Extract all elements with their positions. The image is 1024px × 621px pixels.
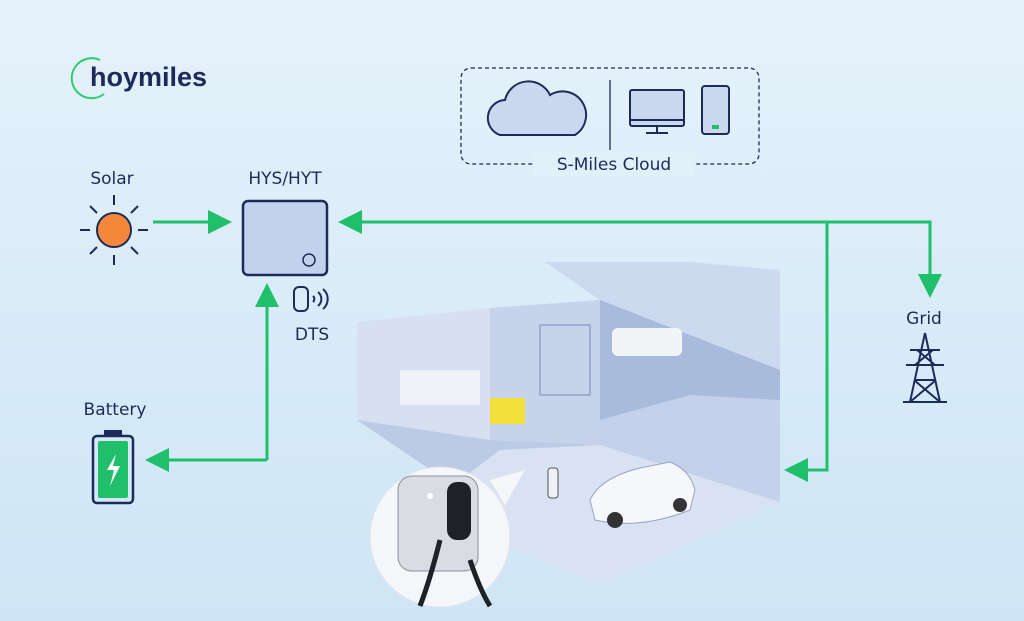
logo-text: hoymiles [90, 62, 207, 92]
inverter-label: HYS/HYT [248, 169, 322, 189]
inverter-icon [241, 199, 329, 277]
battery-label: Battery [84, 400, 147, 420]
cloud-icon [486, 80, 588, 136]
car-icon [589, 461, 696, 528]
flow-arrows [145, 210, 942, 482]
arrow-to-grid [827, 220, 942, 298]
s-miles-cloud-box: S-Miles Cloud [460, 67, 760, 176]
grid-label: Grid [906, 309, 942, 329]
battery-icon [91, 430, 135, 505]
dts-label: DTS [295, 325, 329, 345]
solar-label: Solar [90, 169, 133, 189]
sun-icon [80, 195, 148, 265]
arrow-to-garage [784, 222, 829, 482]
power-tower-icon [903, 332, 947, 403]
dts-dongle-icon [293, 286, 329, 312]
cloud-label: S-Miles Cloud [557, 155, 671, 175]
ev-charger-callout [369, 466, 525, 608]
house-cutaway-illustration [357, 262, 780, 585]
monitor-icon [629, 89, 685, 134]
phone-icon [701, 85, 730, 135]
hoymiles-logo: hoymiles [70, 57, 207, 100]
